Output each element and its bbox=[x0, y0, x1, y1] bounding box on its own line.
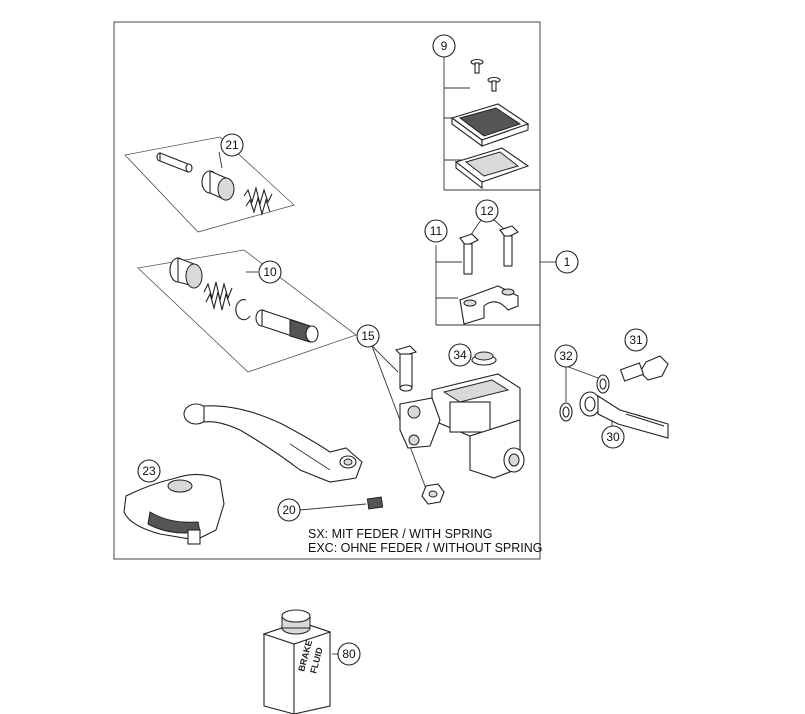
note-sx: SX: MIT FEDER / WITH SPRING bbox=[308, 527, 493, 541]
adjuster-screw bbox=[299, 496, 384, 511]
piston-cup bbox=[169, 257, 203, 289]
svg-text:9: 9 bbox=[441, 39, 448, 53]
svg-text:12: 12 bbox=[480, 204, 494, 218]
svg-text:80: 80 bbox=[342, 647, 356, 661]
master-cylinder-body bbox=[399, 373, 525, 479]
repair-kit-21 bbox=[124, 136, 295, 233]
svg-text:20: 20 bbox=[282, 503, 296, 517]
clamp-bolt bbox=[459, 233, 479, 275]
piston bbox=[255, 309, 319, 343]
banjo-washer bbox=[559, 402, 573, 422]
svg-text:10: 10 bbox=[263, 265, 277, 279]
cup-seal bbox=[201, 170, 235, 201]
callout-34: 34 bbox=[448, 343, 472, 367]
reservoir-cover bbox=[450, 103, 530, 148]
handlebar-clamp bbox=[459, 285, 519, 325]
piston-spring bbox=[203, 281, 233, 311]
cover-screw bbox=[487, 76, 501, 92]
callout-15: 15 bbox=[356, 324, 380, 348]
svg-text:15: 15 bbox=[361, 329, 375, 343]
svg-text:11: 11 bbox=[430, 224, 443, 238]
svg-text:30: 30 bbox=[606, 430, 620, 444]
piston-kit-10 bbox=[137, 249, 357, 373]
brake-fluid-bottle bbox=[262, 609, 338, 714]
callout-12: 12 bbox=[475, 199, 499, 223]
callout-32: 32 bbox=[554, 344, 578, 368]
callout-1: 1 bbox=[555, 250, 579, 274]
callout-10: 10 bbox=[258, 260, 282, 284]
bleeder-cap bbox=[471, 351, 497, 366]
callout-31: 31 bbox=[624, 328, 648, 352]
cover-screw bbox=[470, 58, 484, 74]
callout-80: 80 bbox=[337, 642, 361, 666]
spring-small bbox=[243, 185, 273, 217]
banjo-bolt bbox=[619, 355, 669, 382]
clamp-kit bbox=[435, 217, 540, 326]
note-exc: EXC: OHNE FEDER / WITHOUT SPRING bbox=[308, 541, 543, 555]
svg-text:23: 23 bbox=[142, 464, 156, 478]
svg-text:1: 1 bbox=[564, 255, 571, 269]
callout-20: 20 bbox=[277, 498, 301, 522]
reservoir-cover-kit bbox=[443, 57, 540, 191]
brake-hose bbox=[579, 391, 669, 439]
pushrod-pin bbox=[156, 152, 193, 173]
pivot-nut bbox=[421, 483, 445, 505]
svg-text:31: 31 bbox=[629, 333, 643, 347]
callout-21: 21 bbox=[220, 133, 244, 157]
callout-30: 30 bbox=[601, 425, 625, 449]
svg-text:34: 34 bbox=[453, 348, 467, 362]
reservoir-membrane bbox=[454, 147, 530, 190]
svg-text:21: 21 bbox=[225, 138, 239, 152]
callout-23: 23 bbox=[137, 459, 161, 483]
banjo-washer bbox=[596, 374, 610, 394]
circlip bbox=[235, 299, 251, 321]
brake-lever bbox=[183, 403, 363, 483]
callout-11: 11 bbox=[424, 219, 448, 243]
clamp-bolt bbox=[499, 225, 519, 267]
callout-9: 9 bbox=[432, 34, 456, 58]
lever-guard bbox=[123, 473, 225, 545]
svg-text:32: 32 bbox=[559, 349, 573, 363]
